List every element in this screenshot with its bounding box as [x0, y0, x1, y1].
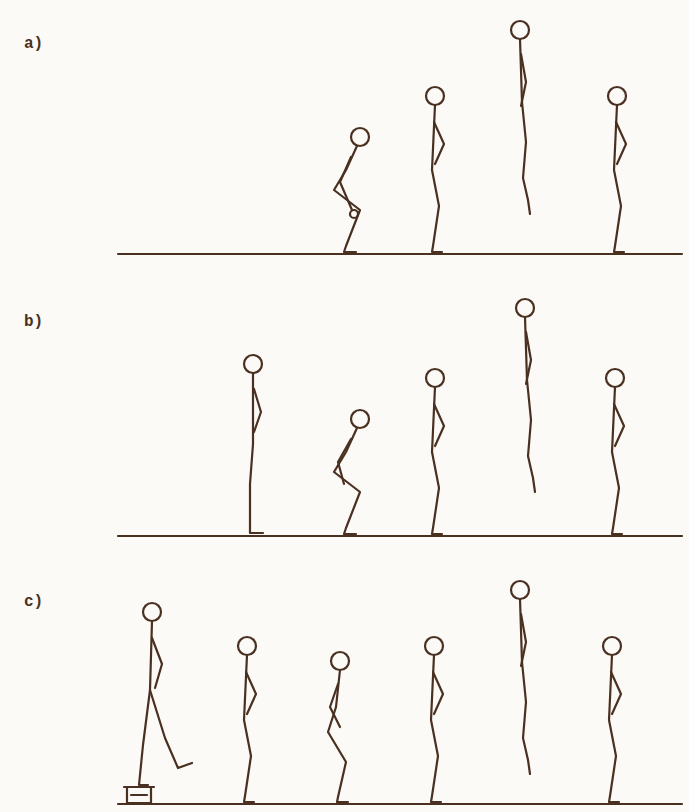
- half-squat-figure: [328, 652, 349, 802]
- row-b: [118, 299, 682, 536]
- standing-figure: [603, 637, 621, 802]
- ground-line: [118, 535, 682, 537]
- standing-figure: [606, 369, 624, 534]
- jumping-figure: [511, 581, 530, 774]
- jumping-figure: [516, 299, 535, 492]
- ground-line: [118, 253, 682, 255]
- row-label: a): [24, 36, 43, 52]
- upright-figure: [244, 355, 263, 533]
- body: [139, 621, 152, 785]
- standing-figure: [426, 369, 444, 534]
- arm: [152, 638, 162, 688]
- squat-figure: [334, 410, 369, 534]
- standing-figure: [426, 87, 444, 252]
- row-c: [118, 581, 682, 804]
- squat-figure: [334, 128, 369, 252]
- standing-figure: [238, 637, 256, 802]
- box-stripe: [131, 794, 147, 796]
- stepping-figure: [139, 603, 192, 785]
- head: [143, 603, 161, 621]
- standing-figure: [425, 637, 443, 802]
- row-label: b): [24, 314, 43, 330]
- drop-box: [124, 787, 154, 803]
- box: [127, 787, 151, 803]
- box-top: [124, 786, 154, 788]
- row-label: c): [24, 594, 43, 610]
- jumping-figure: [511, 21, 530, 214]
- ground-line: [118, 803, 682, 805]
- standing-figure: [608, 87, 626, 252]
- leg: [150, 690, 192, 768]
- row-a: [118, 21, 682, 254]
